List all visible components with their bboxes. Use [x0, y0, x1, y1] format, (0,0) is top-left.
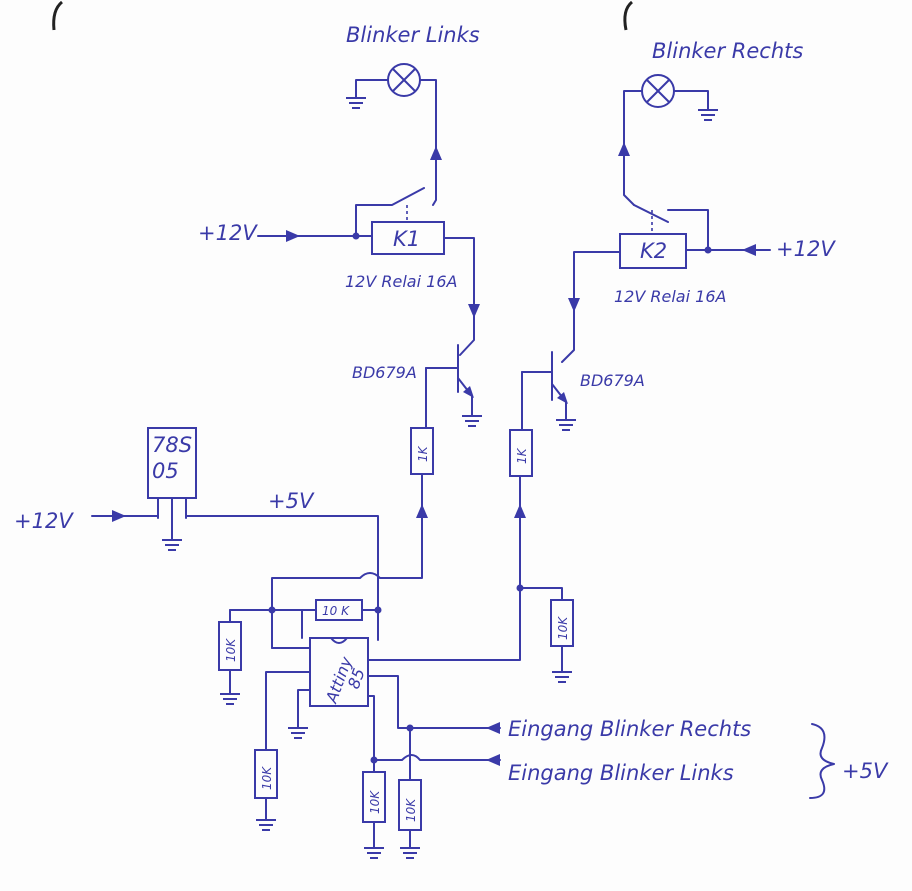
- wire-r1k-mcu: [411, 473, 423, 579]
- resistor-1k-right-label: 1K: [515, 447, 529, 464]
- relay-k1-label: K1: [393, 227, 420, 251]
- regulator-label-2: 05: [152, 459, 179, 483]
- ground-symbol: [552, 671, 572, 683]
- mcu-notch: [330, 637, 348, 644]
- label-12v-right: +12V: [776, 237, 836, 261]
- label-eingang-rechts: Eingang Blinker Rechts: [508, 717, 751, 741]
- ground-symbol: [698, 109, 718, 121]
- brace-inputs: [809, 723, 835, 799]
- wire-mcu-gnd: [297, 689, 311, 729]
- ground-symbol: [364, 847, 384, 859]
- relay-k2-switch: [633, 204, 709, 249]
- regulator-label-1: 78S: [152, 433, 192, 457]
- resistor-10k-top-label: 10 K: [322, 604, 350, 618]
- resistor-1k-left-label: 1K: [416, 445, 430, 462]
- relay-k2-label: K2: [640, 239, 667, 263]
- arrow-up: [430, 146, 442, 160]
- ground-symbol: [162, 539, 182, 551]
- ground-symbol: [288, 727, 308, 739]
- arrow-down: [568, 298, 580, 312]
- wire-input-rechts: [367, 675, 501, 729]
- wire-5v-rail: [185, 515, 379, 641]
- resistor-10k-left-label: 10K: [224, 638, 238, 662]
- transistor-q2: [521, 351, 568, 421]
- label-eingang-links: Eingang Blinker Links: [508, 761, 734, 785]
- resistor-10k-right-label: 10K: [556, 616, 570, 640]
- lamp-left: [387, 63, 421, 97]
- ground-symbol: [346, 97, 366, 109]
- ground-symbol: [220, 693, 240, 705]
- lamp-right-feed: [623, 90, 643, 206]
- relay-k1-switch: [355, 187, 425, 237]
- arrow-left: [486, 754, 500, 766]
- arrow-up: [514, 504, 526, 518]
- punch-hole-left: [52, 0, 64, 31]
- arrow-left: [742, 244, 756, 256]
- wire-r1k-right-mcu: [367, 475, 521, 661]
- arrow-left: [486, 722, 500, 734]
- wire-mcu-pin-to-r1k: [271, 572, 413, 649]
- lamp-right-wire: [673, 90, 709, 111]
- punch-hole-right: [623, 0, 634, 31]
- resistor-10k-bot1-label: 10K: [260, 766, 274, 790]
- wire-k2-collector: [561, 251, 621, 363]
- label-5v: +5V: [268, 489, 315, 513]
- resistor-10k-bot3-label: 10K: [404, 798, 418, 822]
- wire-pulldown-right: [519, 587, 563, 601]
- ground-symbol: [256, 819, 276, 831]
- resistor-10k-bot2-label: 10K: [368, 790, 382, 814]
- ground-symbol: [556, 419, 576, 431]
- wire-mcu-pin3: [265, 671, 311, 751]
- arrow-up: [618, 142, 630, 156]
- junction-dot: [374, 606, 382, 614]
- relay-k1-caption: 12V Relai 16A: [345, 272, 457, 291]
- label-12v-input: +12V: [14, 509, 74, 533]
- transistor-q1: [425, 344, 474, 417]
- arrow-up: [416, 504, 428, 518]
- relay-k2-caption: 12V Relai 16A: [614, 287, 726, 306]
- ground-symbol: [462, 415, 482, 427]
- arrow-right: [286, 230, 300, 242]
- lamp-left-wire: [355, 79, 389, 99]
- label-blinker-links: Blinker Links: [346, 23, 480, 47]
- label-inputs-5v: +5V: [842, 759, 889, 783]
- label-12v-left: +12V: [198, 221, 258, 245]
- ground-symbol: [400, 847, 420, 859]
- junction-dot: [704, 246, 712, 254]
- transistor-q1-label: BD679A: [352, 363, 417, 382]
- arrow-down: [468, 304, 480, 318]
- label-blinker-rechts: Blinker Rechts: [652, 39, 803, 63]
- wire-k1-collector: [443, 237, 475, 356]
- lamp-left-feed: [419, 79, 437, 206]
- arrow-right: [112, 510, 126, 522]
- junction-dot: [352, 232, 360, 240]
- lamp-right: [641, 74, 675, 108]
- transistor-q2-label: BD679A: [580, 371, 645, 390]
